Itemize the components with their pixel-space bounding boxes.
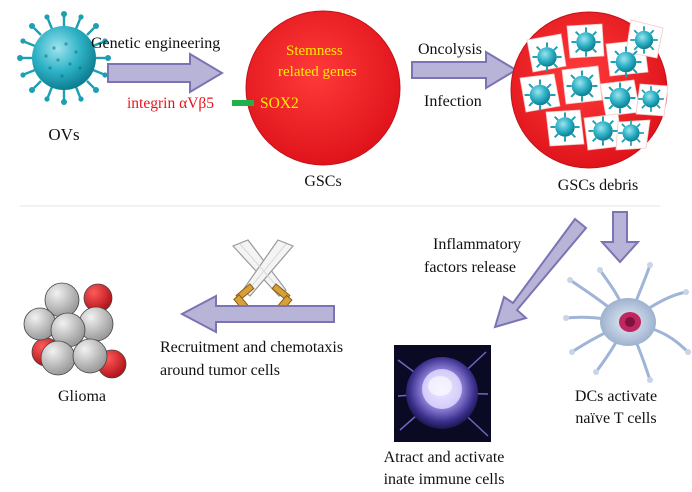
arrow-to-glioma (179, 294, 335, 334)
innate-label-line1: Atract and activate (384, 449, 505, 466)
oncolysis-label: Oncolysis (418, 41, 482, 58)
recruit-label-line2: around tumor cells (160, 362, 280, 379)
gscs-debris-label: GSCs debris (558, 177, 638, 194)
inflammatory-label-line1: Inflammatory (433, 236, 521, 253)
innate-immune-cell-image (394, 345, 491, 442)
gsc-cell (245, 10, 401, 166)
arrow-genetic-engineering (107, 52, 224, 94)
recruit-label-line1: Recruitment and chemotaxis (160, 339, 343, 356)
glioma-label: Glioma (58, 388, 106, 405)
infection-label: Infection (424, 93, 482, 110)
dc-label-line2: naïve T cells (575, 410, 656, 427)
innate-label-line2: inate immune cells (384, 471, 505, 488)
arrow-oncolysis (411, 50, 518, 90)
glioma-cluster-icon (23, 282, 127, 379)
arrow-to-dcs (599, 211, 641, 264)
arrow-inflammatory (493, 217, 588, 329)
dc-label-line1: DCs activate (575, 388, 657, 405)
stemness-label-line2: related genes (278, 64, 357, 80)
crossed-swords-icon (231, 239, 295, 313)
gsc-debris-cell (510, 11, 669, 169)
integrin-label: integrin αVβ5 (127, 95, 214, 112)
sox2-label: SOX2 (260, 95, 299, 112)
ov-virus-icon (17, 11, 111, 105)
stemness-label-line1: Stemness (286, 43, 343, 59)
genetic-engineering-label: Genetic engineering (91, 35, 220, 52)
inflammatory-label-line2: factors release (424, 259, 516, 276)
dendritic-cell-icon (563, 262, 691, 383)
ovs-label: OVs (48, 125, 79, 144)
sox2-connector (232, 100, 254, 106)
gscs-label: GSCs (304, 173, 341, 190)
